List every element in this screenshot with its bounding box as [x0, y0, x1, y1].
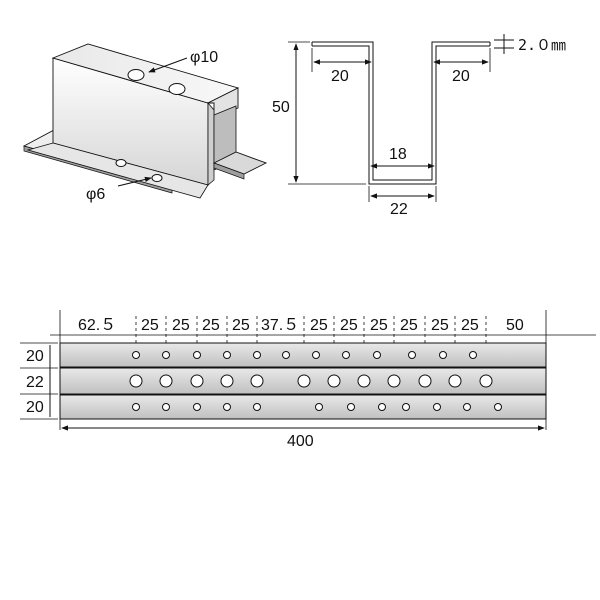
- hole-small: [253, 351, 261, 359]
- hole-small: [408, 351, 416, 359]
- strip-top-flange: [59, 342, 547, 368]
- hole-small: [132, 351, 140, 359]
- hole-large: [448, 374, 462, 388]
- label-total-length: 400: [287, 433, 314, 450]
- spacing-label: 25: [172, 317, 190, 334]
- hole-small: [132, 403, 140, 411]
- row-label-bottom: 20: [26, 399, 44, 416]
- row-bottom-holes: [132, 403, 502, 411]
- spacing-label: 37.５: [261, 317, 299, 334]
- spacing-label: 25: [370, 317, 388, 334]
- hole-small: [347, 403, 355, 411]
- hole-small: [193, 351, 201, 359]
- spacing-label: 25: [141, 317, 159, 334]
- label-right-flange: 20: [452, 68, 470, 85]
- iso-top-hole-large: [168, 83, 186, 95]
- hole-large: [479, 374, 493, 388]
- iso-flange-hole-small: [151, 174, 163, 182]
- hole-small: [433, 403, 441, 411]
- hole-small: [342, 351, 350, 359]
- spacing-label: 62.５: [78, 317, 116, 334]
- leader-phi10: [148, 57, 188, 73]
- hole-small: [253, 403, 261, 411]
- label-inner-width: 18: [389, 146, 407, 163]
- iso-front-flange: [26, 142, 209, 199]
- hole-small: [402, 403, 410, 411]
- hole-small: [162, 351, 170, 359]
- hole-large: [327, 374, 341, 388]
- hole-small: [373, 351, 381, 359]
- label-left-flange: 20: [331, 68, 349, 85]
- hole-large: [159, 374, 173, 388]
- hole-small: [494, 403, 502, 411]
- section-profile-outer: [312, 41, 490, 181]
- hole-small: [312, 351, 320, 359]
- spacing-label: 25: [340, 317, 358, 334]
- row-label-top: 20: [26, 348, 44, 365]
- cross-section-view: 50 20 20 2.０㎜ 18 22: [272, 34, 566, 218]
- hole-large: [250, 374, 264, 388]
- spacing-label: 25: [461, 317, 479, 334]
- row-label-middle: 22: [26, 374, 44, 391]
- hole-small: [439, 351, 447, 359]
- hole-small: [223, 403, 231, 411]
- iso-channel-wall: [207, 101, 215, 186]
- hole-large: [297, 374, 311, 388]
- hole-small: [315, 403, 323, 411]
- label-outer-width: 22: [390, 201, 408, 218]
- label-thickness: 2.０㎜: [518, 36, 566, 54]
- spacing-label: 50: [506, 317, 524, 334]
- section-profile-inner: [312, 45, 490, 185]
- hole-small: [463, 403, 471, 411]
- hole-small: [162, 403, 170, 411]
- spacing-label: 25: [400, 317, 418, 334]
- iso-flange-hole-small: [115, 159, 127, 167]
- label-phi10: φ10: [190, 49, 218, 66]
- label-phi6: φ6: [86, 186, 105, 203]
- spacing-label: 25: [232, 317, 250, 334]
- plan-view: 62.５ 25 25 25 25 37.５ 25 25 25 25 25 25 …: [20, 310, 596, 450]
- hole-large: [387, 374, 401, 388]
- hole-large: [220, 374, 234, 388]
- hole-large: [357, 374, 371, 388]
- hole-small: [378, 403, 386, 411]
- hole-large: [418, 374, 432, 388]
- isometric-view: φ10 φ6: [22, 43, 268, 203]
- label-height: 50: [272, 99, 290, 116]
- hole-large: [129, 374, 143, 388]
- hole-small: [469, 351, 477, 359]
- hole-large: [190, 374, 204, 388]
- spacing-label: 25: [431, 317, 449, 334]
- spacing-label: 25: [202, 317, 220, 334]
- hole-small: [193, 403, 201, 411]
- spacing-labels: 62.５ 25 25 25 25 37.５ 25 25 25 25 25 25 …: [78, 317, 524, 334]
- hole-small: [282, 351, 290, 359]
- leader-phi6: [117, 176, 152, 187]
- hole-small: [223, 351, 231, 359]
- row-middle-holes: [129, 374, 493, 388]
- iso-top-hole-large: [127, 69, 145, 81]
- spacing-label: 25: [310, 317, 328, 334]
- iso-right-flange-edge: [213, 162, 245, 180]
- row-top-holes: [132, 351, 477, 359]
